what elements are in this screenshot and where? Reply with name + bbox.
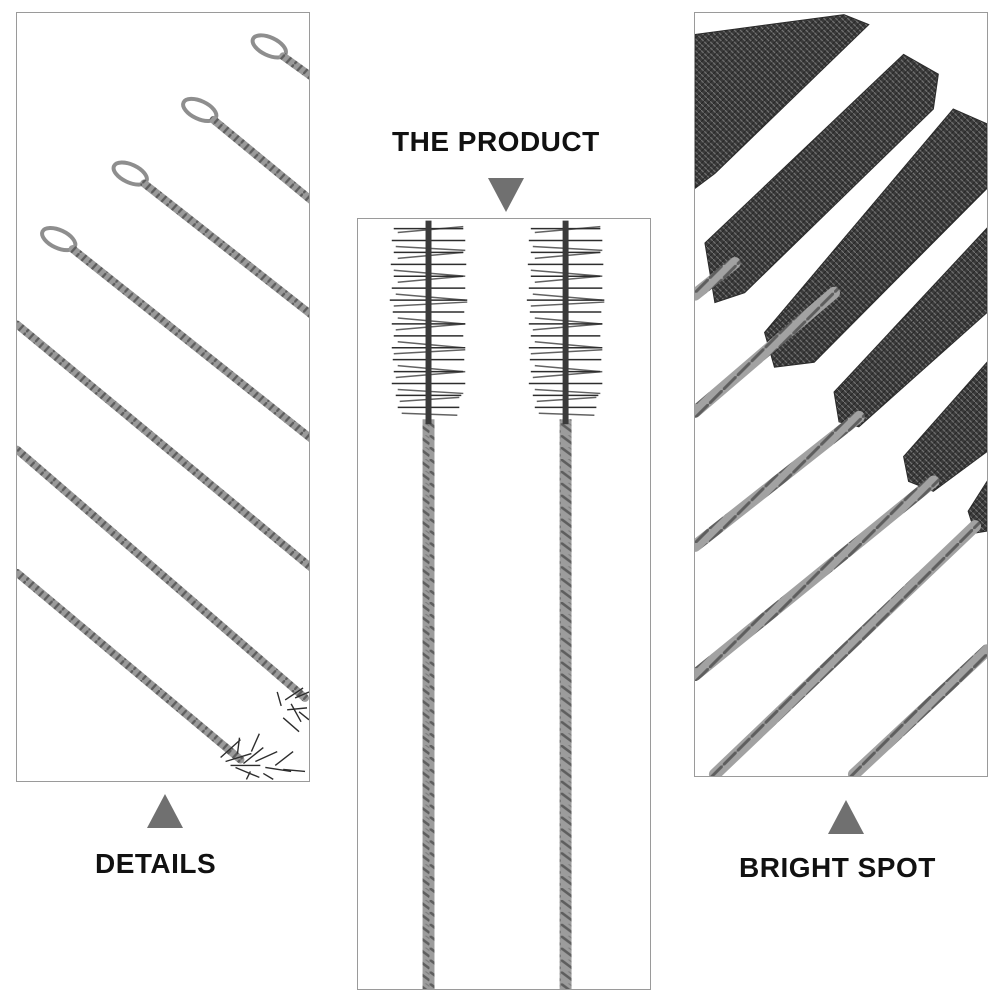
details-image-panel xyxy=(16,12,310,782)
triangle-down-icon xyxy=(486,178,526,212)
details-label: DETAILS xyxy=(95,848,217,879)
bright-brushes xyxy=(695,14,987,776)
wire-with-loop-3 xyxy=(111,160,309,318)
bright-spot-image-panel xyxy=(694,12,988,777)
triangle-up-icon xyxy=(826,800,866,834)
brush-bright-spot-illustration xyxy=(695,14,987,776)
brush-details-illustration xyxy=(17,33,309,780)
brush-product-illustration xyxy=(389,220,605,989)
wire-with-loop-1 xyxy=(250,33,309,80)
wire-with-loop-4 xyxy=(40,226,309,443)
product-label: THE PRODUCT xyxy=(392,126,600,157)
product-image-panel xyxy=(357,218,651,990)
brush-right xyxy=(526,220,605,989)
brush-left xyxy=(389,220,468,989)
bright-spot-label: BRIGHT SPOT xyxy=(739,852,936,883)
triangle-up-icon xyxy=(145,794,185,828)
wire-with-loop-2 xyxy=(181,96,309,204)
